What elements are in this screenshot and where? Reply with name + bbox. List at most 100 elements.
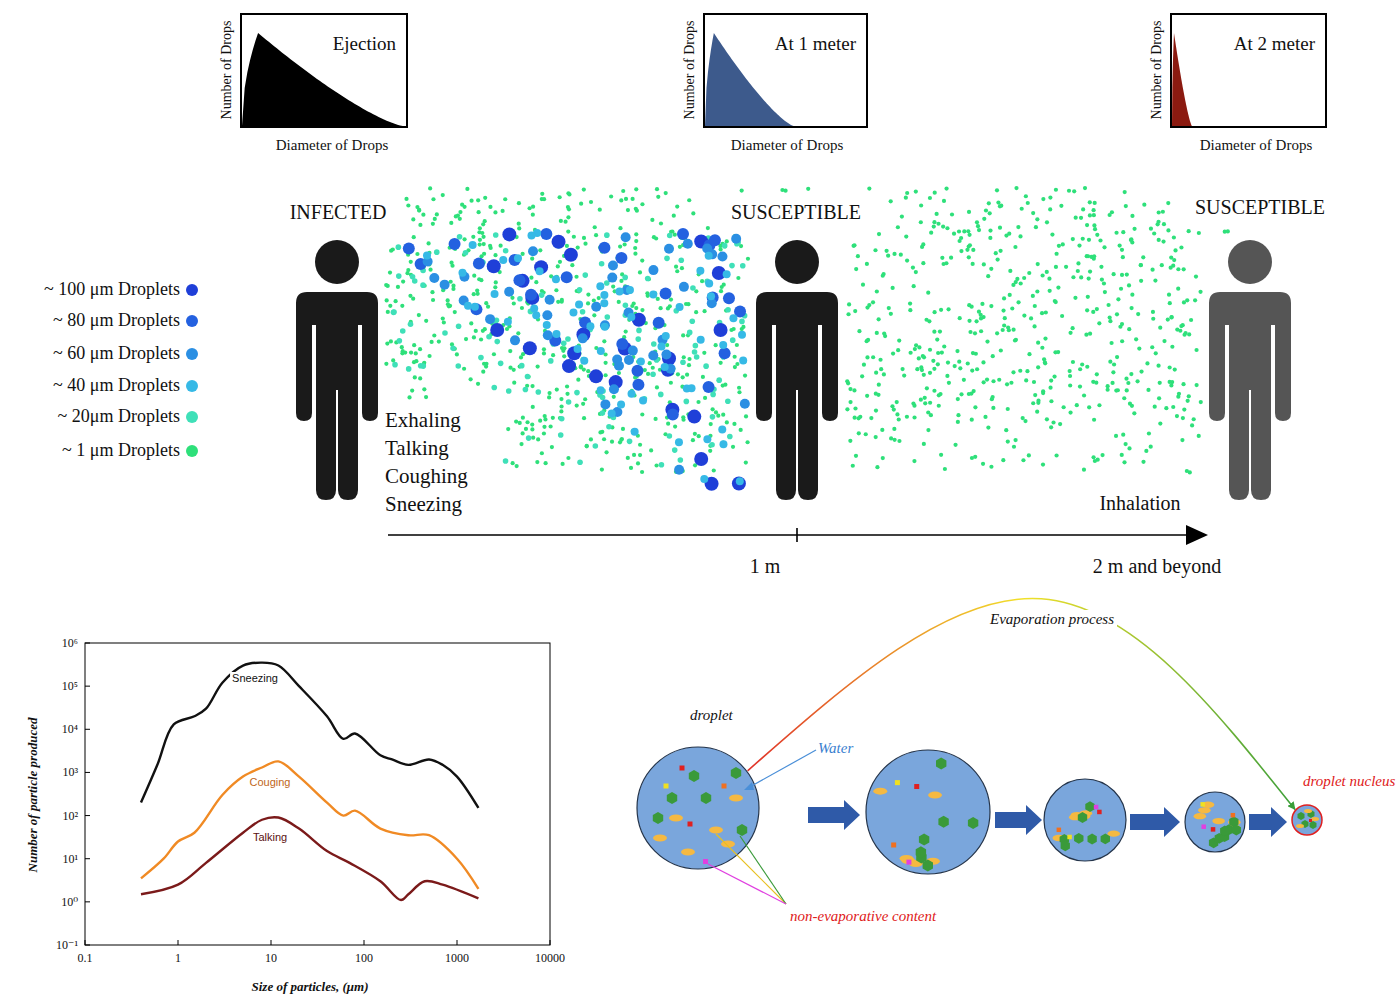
droplet-dot [1083,186,1087,190]
droplet-dot [1185,469,1189,473]
tick-label: 0.1 [78,951,93,965]
droplet-dot [697,434,701,438]
droplet-dot [999,249,1003,253]
droplet-dot [908,308,912,312]
droplet-dot [902,373,906,377]
droplet-dot [1158,326,1162,330]
droplet-dot [1187,229,1191,233]
droplet-dot [1048,386,1052,390]
droplet-dot [678,245,682,249]
droplet-dot [998,226,1002,230]
droplet-dot [1158,381,1162,385]
distance-axis [388,525,1208,545]
droplet-dot [391,310,397,316]
droplet-dot [1027,453,1031,457]
histogram-panel: At 2 meter [1170,13,1327,128]
shrinking-droplet [1044,779,1126,861]
droplet-dot [518,421,522,425]
legend-swatch [186,284,198,296]
droplet-dot [892,427,896,431]
axis-tick [85,772,90,773]
droplet-dot [478,226,482,230]
legend-text: ~ 20μm Droplets [58,406,180,428]
droplet-dot [998,204,1002,208]
droplet-dot [650,371,656,377]
droplet-dot [691,438,695,442]
droplet-dot [926,428,930,432]
droplet-dot [646,294,650,298]
droplet-dot [428,268,432,272]
droplet-dot [412,343,416,347]
droplet-dot [388,270,392,274]
droplet-dot [1036,365,1040,369]
process-arc [748,598,1295,809]
text-label: INFECTED [290,200,387,224]
text-label: Exhaling Talking Coughing Sneezing [385,406,497,518]
droplet-dot [1126,381,1130,385]
droplet-dot [1195,383,1199,387]
droplet-dot [517,201,521,205]
text-label: Size of particles, (μm) [252,979,369,995]
droplet-dot [542,197,546,201]
droplet-dot [520,306,524,310]
droplet-dot [1097,403,1101,407]
droplet-dot [1194,348,1198,352]
droplet-dot [421,213,425,217]
droplet-dot [485,314,495,324]
droplet-dot [1021,458,1025,462]
droplet-dot [1120,273,1124,277]
droplet-dot [936,222,940,226]
droplet-dot [648,361,652,365]
droplet-dot [740,263,746,269]
droplet-dot [1134,337,1138,341]
droplet-dot [1060,314,1064,318]
droplet-dot [1068,331,1072,335]
droplet-dot [514,420,518,424]
droplet-dot [928,196,932,200]
droplet-dot [705,279,713,287]
droplet-dot [967,319,971,323]
droplet-dot [1176,267,1180,271]
droplet-dot [656,297,660,301]
droplet-dot [1157,210,1161,214]
droplet-dot [1071,237,1075,241]
droplet-dot [735,343,739,347]
droplet-dot [953,364,957,368]
droplet-dot [744,414,748,418]
droplet-dot [582,236,586,240]
droplet-dot [559,397,563,401]
droplet-dot [974,319,978,323]
droplet-dot [1096,458,1100,462]
droplet-dot [1004,234,1008,238]
tick-label: 10⁻¹ [56,938,78,952]
droplet-dot [1167,293,1171,297]
droplet-dot [1075,403,1079,407]
droplet-dot [1153,278,1157,282]
droplet-dot [458,210,462,214]
droplet-dot [429,273,439,283]
edge-label: Evaporation process [987,610,1117,628]
droplet-dot [897,439,901,443]
droplet-dot [632,453,636,457]
droplet-dot [1124,377,1128,381]
droplet-dot [739,319,745,325]
droplet-dot [1187,394,1191,398]
droplet-dot [942,199,946,203]
droplet-dot [848,387,852,391]
droplet-dot [457,234,463,240]
droplet-dot [1114,434,1118,438]
droplet-dot [531,436,535,440]
droplet-dot [579,364,583,368]
droplet-dot [440,280,450,290]
droplet-dot [471,235,475,239]
droplet-dot [517,222,521,226]
droplet-dot [723,292,735,304]
droplet-dot [651,366,655,370]
droplet-dot [1033,393,1037,397]
droplet-dot [1164,406,1168,410]
droplet-dot [905,415,909,419]
tick-label: 1000 [445,951,469,965]
droplet-dot [860,374,864,378]
droplet-dot [886,254,890,258]
droplet-dot [703,435,711,443]
